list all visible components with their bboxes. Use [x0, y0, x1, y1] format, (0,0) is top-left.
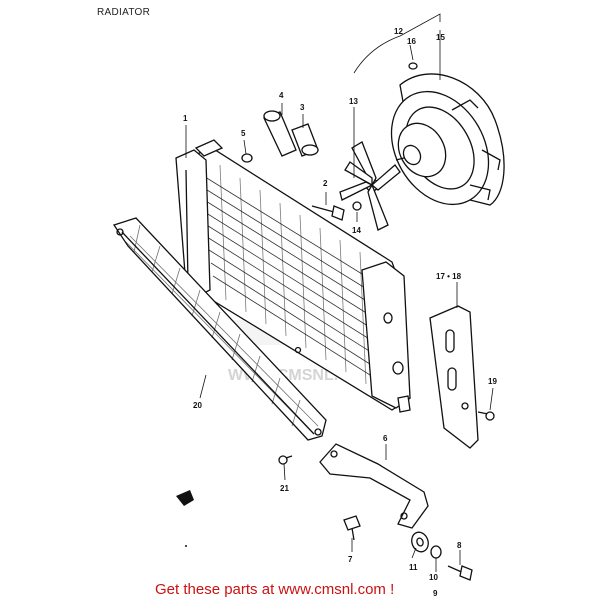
- label-part-15: 15: [436, 33, 445, 42]
- label-part-5: 5: [241, 129, 246, 138]
- washer-5: [241, 153, 253, 163]
- bolt-7: [343, 515, 361, 541]
- label-part-19: 19: [488, 377, 497, 386]
- mount-bushing: [263, 110, 319, 157]
- fan-motor: [395, 122, 447, 178]
- label-part-13: 13: [349, 97, 358, 106]
- label-part-9: 9: [433, 589, 438, 598]
- radiator-grille: [112, 217, 327, 441]
- label-part-11: 11: [409, 563, 418, 572]
- radiator-core: [175, 139, 411, 413]
- label-part-8: 8: [457, 541, 462, 550]
- lower-bracket: [319, 443, 429, 529]
- screw-16: [408, 62, 418, 70]
- label-part-3: 3: [300, 103, 305, 112]
- leader-lines: [185, 13, 494, 572]
- label-part-21: 21: [280, 484, 289, 493]
- label-part-6: 6: [383, 434, 388, 443]
- label-part-17-18: 17 • 18: [436, 272, 462, 281]
- screw-19: [477, 411, 495, 421]
- dot-marker: [185, 545, 187, 547]
- label-part-7: 7: [348, 555, 353, 564]
- label-part-10: 10: [429, 573, 438, 582]
- label-part-2: 2: [323, 179, 328, 188]
- fan-blade: [339, 141, 401, 231]
- label-part-16: 16: [407, 37, 416, 46]
- part-labels: 1 2 3 4 5 6 7 8 9 10 11 12 13 14 15 16 1…: [183, 27, 497, 598]
- front-arrow-marker: [176, 490, 194, 506]
- label-part-4: 4: [279, 91, 284, 100]
- collar-10: [430, 545, 442, 559]
- label-part-14: 14: [352, 226, 361, 235]
- label-part-12: 12: [394, 27, 403, 36]
- nut-14: [352, 201, 362, 211]
- bolt-21: [278, 455, 293, 465]
- footer-link[interactable]: Get these parts at www.cmsnl.com !: [155, 581, 395, 598]
- grommet-11: [411, 531, 429, 553]
- page-title: RADIATOR: [97, 7, 151, 18]
- side-bracket: [429, 305, 479, 449]
- bolt-8: [447, 565, 473, 581]
- bolt-2: [311, 205, 345, 221]
- label-part-20: 20: [193, 401, 202, 410]
- label-part-1: 1: [183, 114, 188, 123]
